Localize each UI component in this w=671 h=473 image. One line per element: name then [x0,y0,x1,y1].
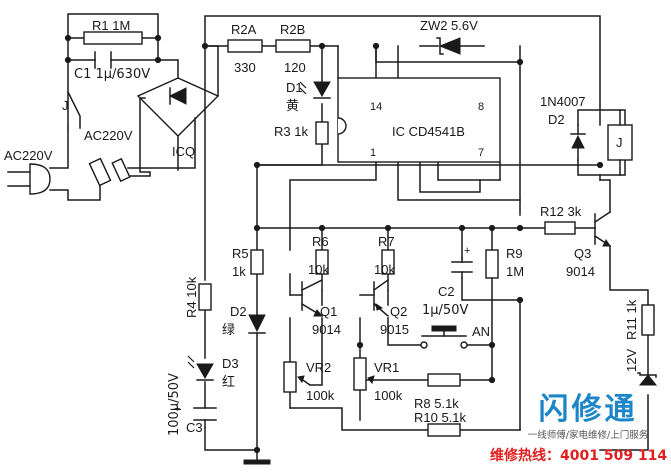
label-vr1: VR1 [374,360,399,375]
label-vr2-value: 100k [306,388,335,403]
label-d3-color: 红 [222,374,235,390]
label-r5-value: 1k [232,264,246,279]
label-r9: R9 [506,246,523,261]
brand-watermark: 闪修通 一线师傅/家电维修/上门服务 维修热线：4001 509 114 [490,392,668,472]
led-d2 [248,314,266,334]
label-pin1: 1 [370,147,376,159]
resistor-r10 [427,423,461,437]
capacitor-c1 [94,51,112,69]
label-1n4007: 1N4007 [540,94,586,109]
label-d2-diode: D2 [548,112,565,127]
brand-name: 闪修通 [538,392,638,427]
resistor-r12 [544,221,576,235]
label-r5: R5 [232,246,249,261]
label-r9-value: 1M [506,264,524,279]
labels: R1 1M C1 1μ/630V J AC220V AC220V ICQ R2A… [4,18,639,436]
label-c3: C3 [186,420,203,435]
label-vr1-value: 100k [374,388,403,403]
resistor-r2a [227,39,263,53]
pushbutton-an [420,325,468,349]
label-ac-mid: AC220V [84,128,133,143]
resistor-r6 [315,249,329,275]
resistor-r1 [83,31,143,45]
transistor-q3 [593,210,612,248]
transistor-q2 [372,278,390,318]
capacitor-c3 [193,407,217,429]
label-r6: R6 [312,234,329,249]
label-d1-color: 黄 [286,99,299,114]
resistor-r2b [275,39,311,53]
label-q3-value: 9014 [566,264,595,279]
ic-cd4541b [337,77,501,163]
zener-12v [637,372,658,386]
mains-plug [7,163,51,195]
label-zw2: ZW2 5.6V [420,18,478,33]
label-r6-value: 10k [308,262,329,277]
label-r7-value: 10k [374,262,395,277]
zener-zw2 [436,37,461,55]
led-d1 [299,81,331,99]
resistor-r4 [198,283,212,311]
label-vr2: VR2 [306,360,331,375]
resistor-r8 [427,373,461,387]
label-r4: R4 10k [184,276,199,318]
resistor-r7 [381,249,395,275]
label-c3-plus: + [174,403,180,415]
resistor-r3 [315,121,329,145]
label-c2-plus: + [464,245,470,257]
label-pin8: 8 [478,101,484,113]
ground-symbol [243,459,271,465]
brand-slogan: 一线师傅/家电维修/上门服务 [527,430,649,441]
label-j-contact: J [62,98,69,113]
transistor-q1 [300,278,324,318]
label-r10: R10 5.1k [414,410,467,425]
brand-hotline: 维修热线：4001 509 114 [490,448,668,464]
label-d2-led: D2 [230,304,247,319]
label-c2-value: 1μ/50V [422,303,468,318]
label-c1: C1 1μ/630V [74,67,150,82]
label-q3: Q3 [574,246,591,261]
label-icq: ICQ [172,144,195,159]
label-pin14: 14 [370,101,382,113]
label-d3: D3 [222,356,239,371]
label-r12: R12 3k [540,204,582,219]
label-c3-value: 100μ/50V [167,373,182,436]
label-r2a: R2A [231,22,257,37]
label-an: AN [472,324,490,339]
capacitor-c2 [451,257,473,279]
label-r8: R8 5.1k [414,396,459,411]
label-q1: Q1 [320,304,337,319]
wires [49,13,649,461]
label-q1-value: 9014 [312,322,341,337]
junctions [64,34,604,454]
label-r2a-value: 330 [234,60,256,75]
label-pin7: 7 [478,147,484,159]
potentiometer-vr1 [353,357,375,391]
led-d3 [187,355,214,381]
label-r1: R1 1M [92,18,130,33]
label-q2-value: 9015 [380,322,409,337]
label-ac-left: AC220V [4,148,53,163]
resistor-r11 [641,304,655,336]
label-q2: Q2 [390,304,407,319]
diode-d2-1n4007 [570,124,586,161]
label-d1: D1 [286,80,303,95]
resistor-r5 [250,249,264,275]
ac-socket [88,157,131,187]
bridge-rectifier [136,77,220,137]
label-r7: R7 [378,234,395,249]
label-12v: 12V [624,349,639,372]
resistor-r9 [485,249,499,279]
label-ic: IC CD4541B [392,124,465,139]
potentiometer-vr2 [283,361,312,393]
label-relay-j: J [616,135,623,150]
label-r2b-value: 120 [284,60,306,75]
label-r3: R3 1k [274,124,308,139]
relay-coil-j [607,109,633,176]
label-r2b: R2B [280,22,305,37]
label-r11: R11 1k [624,299,639,340]
label-c2: C2 [438,284,455,299]
label-d2-color: 绿 [222,323,235,338]
